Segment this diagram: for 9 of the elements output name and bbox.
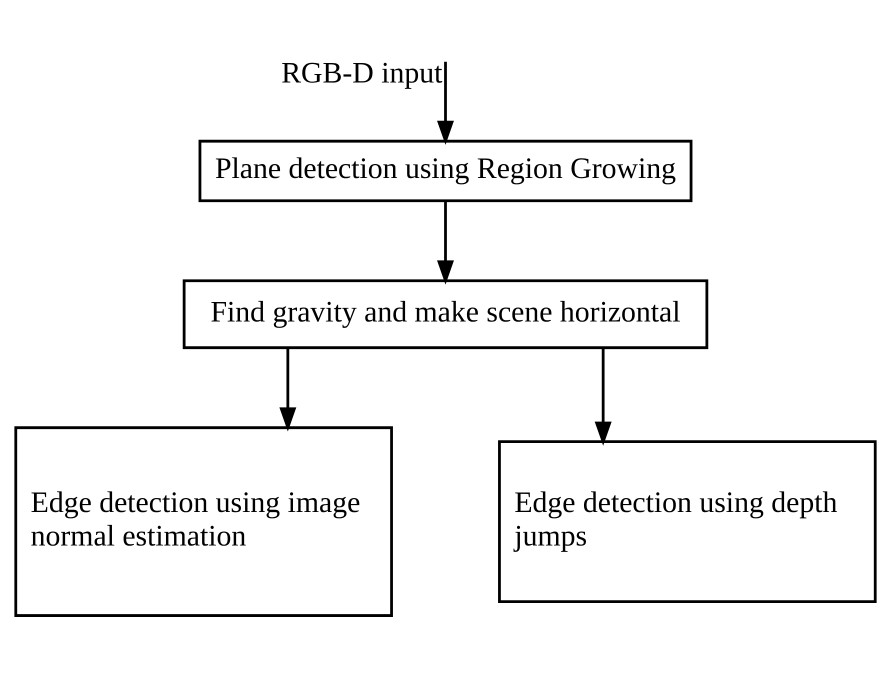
node-box: Plane detection using Region Growing <box>198 139 692 202</box>
arrow <box>594 348 612 446</box>
arrow <box>437 61 454 144</box>
node-box: Edge detection using depth jumps <box>498 440 877 602</box>
node-box: Find gravity and make scene horizontal <box>182 278 708 349</box>
node-box: Edge detection using image normal estimation <box>14 426 393 616</box>
arrow <box>279 348 296 432</box>
edge-label: RGB-D input <box>281 56 442 89</box>
arrow <box>437 200 454 284</box>
